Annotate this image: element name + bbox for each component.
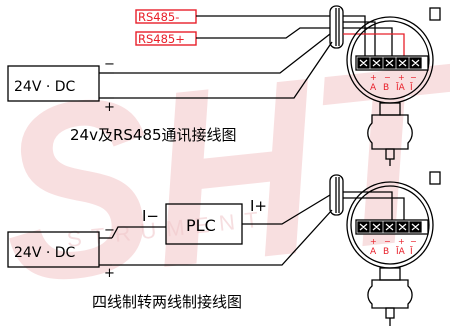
i-plus-wire <box>242 194 331 225</box>
terminal-name-1-i: Ī <box>410 82 413 93</box>
power-minus-sign-2: − <box>104 223 115 238</box>
terminal-name-1-a: A <box>370 83 377 93</box>
terminal-block-2 <box>355 219 429 235</box>
terminal-mark-2-4: − <box>410 237 417 246</box>
terminal-mark-1-2: − <box>384 73 391 82</box>
transmitter-body-2 <box>367 279 413 309</box>
i-minus-wire <box>111 226 166 239</box>
i-plus-label: I+ <box>250 197 267 215</box>
diagram-caption-1: 24v及RS485通讯接线图 <box>70 126 237 144</box>
terminal-name-1-ia: ĪA <box>396 82 406 93</box>
power-plus-sign-1: + <box>104 100 115 115</box>
process-connection-2 <box>385 307 395 319</box>
housing-cap-2 <box>429 171 441 185</box>
terminal-mark-2-2: − <box>384 237 391 246</box>
terminal-name-2-i: Ī <box>410 246 413 257</box>
i-minus-label: I− <box>142 207 159 225</box>
power-minus-wire-1 <box>114 33 331 74</box>
rs485-plus-label: RS485+ <box>138 32 185 46</box>
inner-wire-2a <box>343 191 393 222</box>
terminal-mark-2-1: + <box>370 237 377 246</box>
diagram-rs485 <box>7 5 441 166</box>
power-supply-label-2: 24V · DC <box>14 245 76 261</box>
diagram-four-to-two-wire <box>7 171 441 326</box>
terminal-mark-1-3: + <box>398 73 405 82</box>
terminal-name-2-ia: ĪA <box>396 246 406 257</box>
power-supply-box-1 <box>7 65 100 102</box>
power-supply-box-2 <box>7 231 100 268</box>
terminal-mark-2-3: + <box>398 237 405 246</box>
housing-cap-1 <box>429 7 441 21</box>
diagram-caption-2: 四线制转两线制接线图 <box>92 293 242 311</box>
power-plus-wire-2 <box>112 209 333 266</box>
terminal-mark-1-1: + <box>370 73 377 82</box>
power-supply-label-1: 24V · DC <box>14 79 76 95</box>
rs485-minus-label: RS485- <box>138 10 179 24</box>
inner-wire-1a <box>343 15 366 60</box>
transmitter-body-1 <box>367 114 413 150</box>
terminal-name-2-b: B <box>383 247 389 257</box>
inner-wire-1b <box>343 21 376 60</box>
transmitter-housing-2-inner <box>350 185 430 265</box>
transmitter-housing-1-inner <box>350 20 430 100</box>
power-plus-sign-2: + <box>104 266 115 281</box>
terminal-name-2-a: A <box>370 247 377 257</box>
power-plus-wire-1 <box>114 41 333 99</box>
inner-wire-1d <box>343 33 405 60</box>
power-minus-sign-1: − <box>104 57 115 72</box>
cable-gland-1 <box>329 5 344 49</box>
rs485-plus-wire <box>196 27 330 39</box>
plc-label: PLC <box>186 216 216 235</box>
cable-gland-2 <box>329 174 344 216</box>
terminal-block-1 <box>355 55 429 71</box>
inner-wire-2b <box>343 197 405 222</box>
terminal-mark-1-4: − <box>410 73 417 82</box>
terminal-name-1-b: B <box>383 83 389 93</box>
inner-wire-1c <box>343 27 393 60</box>
